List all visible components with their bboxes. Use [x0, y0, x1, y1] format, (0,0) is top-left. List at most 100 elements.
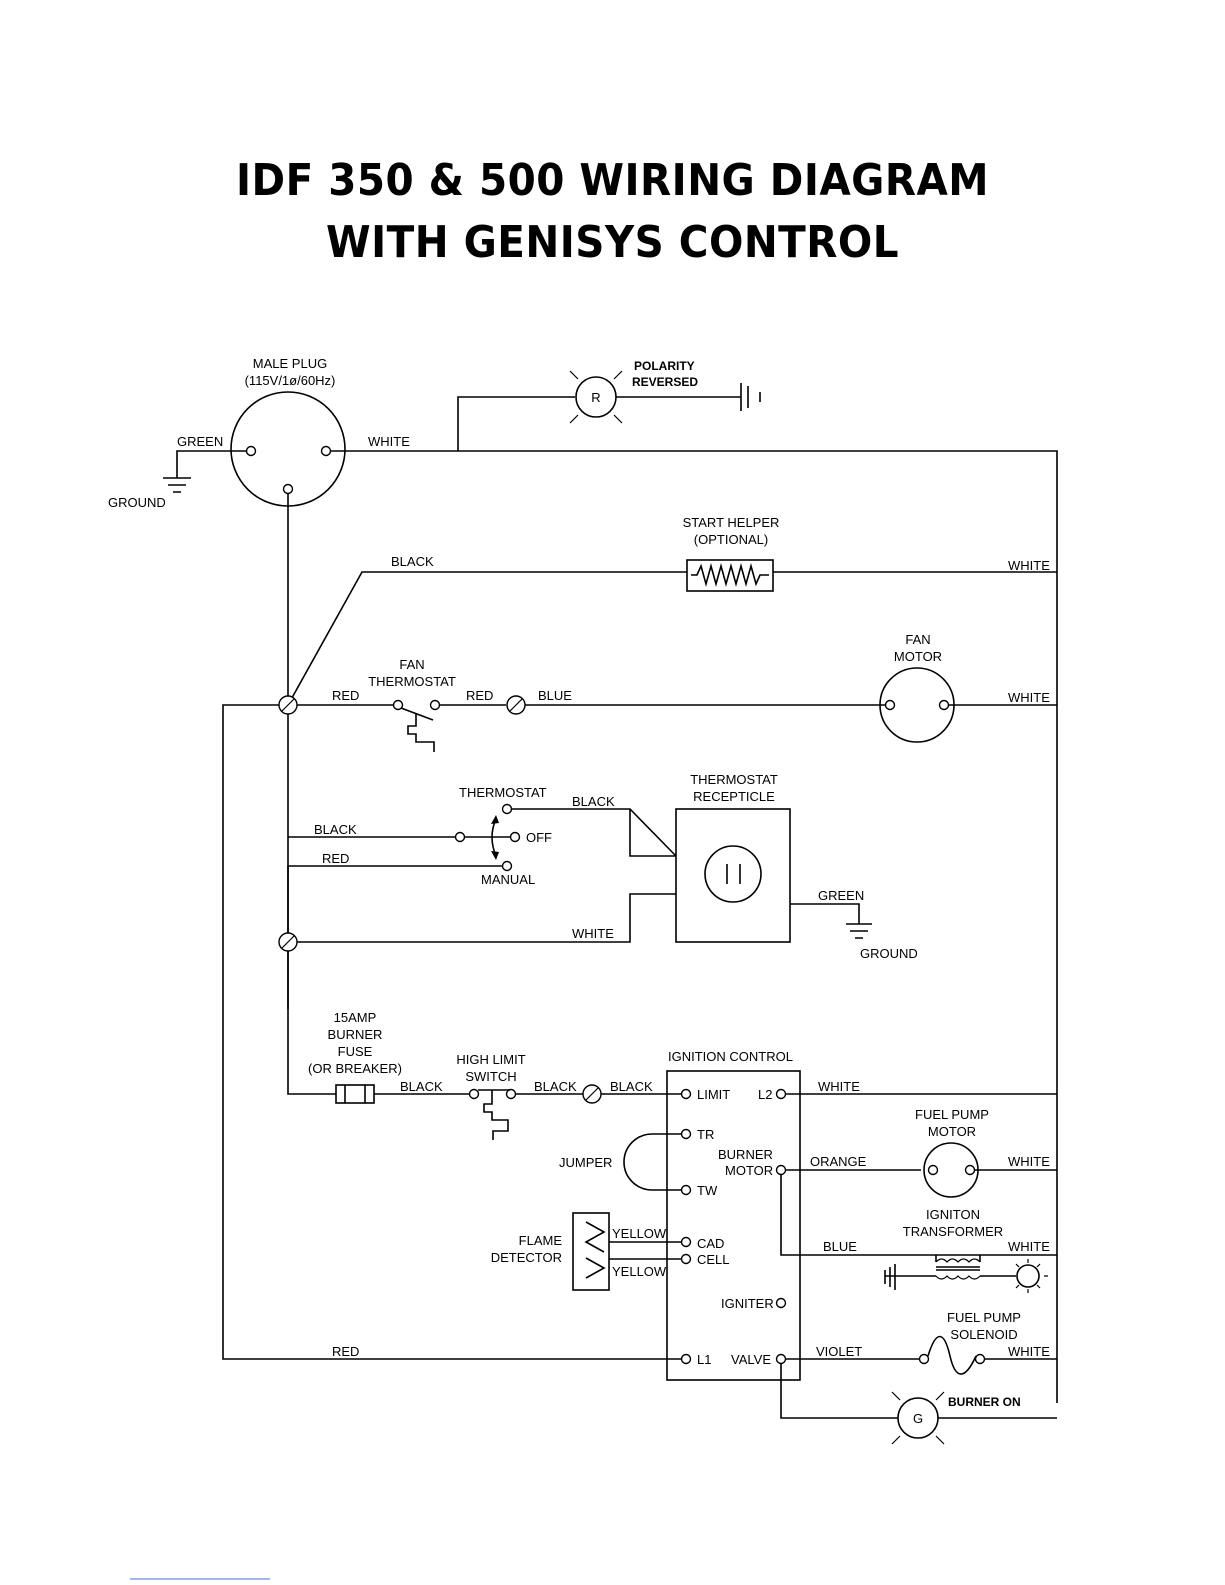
- ignition-control-box: [666, 1070, 801, 1381]
- wire-label-blue-fan: BLUE: [538, 688, 572, 703]
- fan-thermostat-label: FAN: [399, 657, 424, 672]
- receptacle-label: THERMOSTAT: [690, 772, 778, 787]
- wire-label-red-fan: RED: [332, 688, 359, 703]
- solenoid-coil: [927, 1335, 977, 1375]
- ground-symbol: [163, 477, 191, 493]
- fan-motor-terminal-b: [938, 699, 950, 711]
- high-limit-terminal-a: [468, 1088, 480, 1100]
- fan-circuit: RED FAN THERMOSTAT RED BLUE FAN MOTOR WH…: [278, 632, 1057, 752]
- flame-detector-box: [572, 1212, 610, 1291]
- polarity-label-1: POLARITY: [634, 359, 695, 373]
- red-wire-l1: [222, 704, 682, 1360]
- polarity-wire: [457, 396, 575, 451]
- high-limit-terminal-b: [505, 1088, 517, 1100]
- wire-label-black-receptacle: BLACK: [572, 794, 615, 809]
- terminal-l1: [680, 1353, 692, 1365]
- solenoid-label-2: SOLENOID: [950, 1327, 1017, 1342]
- high-limit-label: HIGH LIMIT: [456, 1052, 525, 1067]
- jumper-label: JUMPER: [559, 1155, 612, 1170]
- transformer-core: [936, 1266, 980, 1271]
- fan-thermostat-terminal-b: [429, 699, 441, 711]
- thermostat-selector: BLACK OFF THERMOSTAT MANUAL BLACK RED: [287, 785, 677, 936]
- burner-circuit: 15AMP BURNER FUSE (OR BREAKER) BLACK HIG…: [287, 951, 682, 1140]
- selector-manual: [501, 860, 513, 872]
- high-limit-bimetal: [483, 1090, 509, 1140]
- terminal-cell-label: CELL: [697, 1252, 730, 1267]
- ground-label: GROUND: [108, 495, 166, 510]
- hot-to-fuse: [287, 951, 336, 1095]
- male-plug-rating: (115V/1ø/60Hz): [245, 373, 336, 388]
- wire-label-white-fan: WHITE: [1008, 690, 1050, 705]
- terminal-l1-label: L1: [697, 1352, 711, 1367]
- wire-label-black-limit-2: BLACK: [610, 1079, 653, 1094]
- fan-motor-label-2: MOTOR: [894, 649, 942, 664]
- wire-label-white-pump: WHITE: [1008, 1154, 1050, 1169]
- flame-detector: YELLOW YELLOW FLAME DETECTOR: [491, 1212, 682, 1291]
- wire-label-yellow-1: YELLOW: [612, 1226, 667, 1241]
- ignition-control-label: IGNITION CONTROL: [668, 1049, 793, 1064]
- fan-thermostat-bimetal: [407, 714, 435, 752]
- fuse-label-2: BURNER: [328, 1027, 383, 1042]
- fuel-pump-motor-label-2: MOTOR: [928, 1124, 976, 1139]
- selector-off-label: OFF: [526, 830, 552, 845]
- transformer-primary: [935, 1258, 981, 1263]
- fan-thermostat-contact: [400, 707, 434, 721]
- fuse-body: [335, 1084, 375, 1104]
- fan-thermostat-terminal-a: [392, 699, 404, 711]
- ignition-spark: [1016, 1264, 1040, 1288]
- terminal-l2-label: L2: [758, 1087, 772, 1102]
- transformer-secondary: [935, 1275, 981, 1280]
- ignition-transformer: BLUE WHITE IGNITON TRANSFORMER: [780, 1175, 1057, 1293]
- jumper-wire: [623, 1133, 682, 1191]
- terminal-igniter-label: IGNITER: [721, 1296, 774, 1311]
- wire-label-red-l1: RED: [332, 1344, 359, 1359]
- fan-motor-terminal-a: [884, 699, 896, 711]
- transformer-ground-symbol: [884, 1264, 896, 1290]
- receptacle-box: [675, 808, 791, 943]
- start-helper-optional: (OPTIONAL): [694, 532, 768, 547]
- selector-common: [454, 831, 466, 843]
- plug-pin-ground: [245, 445, 257, 457]
- flame-detector-cell: [584, 1221, 606, 1279]
- start-helper-resistor: [691, 563, 769, 587]
- terminal-burner-motor: [775, 1164, 787, 1176]
- thermostat-receptacle: THERMOSTAT RECEPTICLE GREEN GROUND WHITE: [278, 772, 918, 961]
- receptacle-ground-label: GROUND: [860, 946, 918, 961]
- terminal-l2: [775, 1088, 787, 1100]
- fuel-pump-solenoid: VIOLET WHITE FUEL PUMP SOLENOID: [786, 1310, 1057, 1375]
- fuse-label: 15AMP: [334, 1010, 377, 1025]
- fuse-label-3: FUSE: [338, 1044, 373, 1059]
- transformer-label-2: TRANSFORMER: [903, 1224, 1003, 1239]
- flame-detector-label-2: DETECTOR: [491, 1250, 562, 1265]
- yellow-wires: [609, 1241, 682, 1260]
- polarity-lamp-letter: R: [591, 390, 600, 405]
- wire-label-red-fan-2: RED: [466, 688, 493, 703]
- terminal-limit: [680, 1088, 692, 1100]
- plug-pin-neutral: [320, 445, 332, 457]
- lamp-rays: [569, 370, 623, 424]
- burner-on-lamp-letter: G: [913, 1411, 923, 1426]
- receptacle-ground-symbol: [846, 923, 872, 939]
- diagram-subtitle: WITH GENISYS CONTROL: [325, 217, 900, 268]
- plug-ground: GREEN GROUND: [108, 434, 246, 510]
- plug-pin-hot: [282, 483, 294, 495]
- flame-detector-label: FLAME: [519, 1233, 563, 1248]
- polarity-label-2: REVERSED: [632, 375, 698, 389]
- black-wire-start-helper: [287, 571, 687, 706]
- title-block: IDF 350 & 500 WIRING DIAGRAM WITH GENISY…: [0, 150, 1225, 274]
- wire-label-black-fuse: BLACK: [400, 1079, 443, 1094]
- spark-rays: [1015, 1259, 1048, 1293]
- burner-on-rays: [891, 1391, 945, 1445]
- wire-label-white-receptacle: WHITE: [572, 926, 614, 941]
- wire-label-black-limit: BLACK: [534, 1079, 577, 1094]
- wire-label-black-start: BLACK: [391, 554, 434, 569]
- terminal-motor-label: MOTOR: [725, 1163, 773, 1178]
- white-neutral-bus: [331, 450, 1058, 1403]
- high-limit-label-2: SWITCH: [465, 1069, 516, 1084]
- red-wire-manual: [287, 865, 502, 936]
- terminal-burner-label: BURNER: [718, 1147, 773, 1162]
- terminal-cad-label: CAD: [697, 1236, 724, 1251]
- male-plug-label: MALE PLUG: [253, 356, 327, 371]
- fuse-label-4: (OR BREAKER): [308, 1061, 402, 1076]
